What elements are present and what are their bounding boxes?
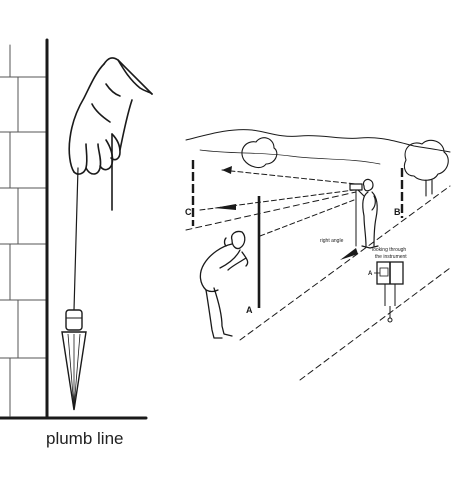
arrow-left-1 xyxy=(222,166,232,174)
surveyor-instrument xyxy=(349,178,379,249)
instrument-bob xyxy=(387,317,393,323)
surveyor-bending xyxy=(199,230,249,339)
sight-lines xyxy=(199,169,357,237)
right-angle-label: right angle xyxy=(320,238,344,244)
plumb-line-caption: plumb line xyxy=(46,429,124,448)
ground-lines xyxy=(185,185,451,381)
arrow-left-2 xyxy=(214,204,236,210)
surveying-illustration: C A B right angle xyxy=(185,129,451,381)
label-b: B xyxy=(394,207,401,217)
label-c: C xyxy=(185,207,192,217)
horizon-hills xyxy=(185,129,451,153)
inset-title-line1: looking through xyxy=(372,247,406,253)
label-a: A xyxy=(246,305,253,315)
arrow-down-right xyxy=(340,248,358,260)
tree-left xyxy=(241,137,278,169)
inset-title-line2: the instrument xyxy=(375,254,407,260)
tree-right xyxy=(403,139,449,197)
plumb-bob xyxy=(61,309,87,411)
brick-wall xyxy=(0,44,47,417)
inset-label-a: A xyxy=(368,271,373,277)
plumb-string xyxy=(73,167,79,311)
hand xyxy=(68,57,153,211)
instrument-inset: looking through the instrument A xyxy=(368,247,407,323)
plumb-line-illustration: plumb line xyxy=(0,38,153,448)
